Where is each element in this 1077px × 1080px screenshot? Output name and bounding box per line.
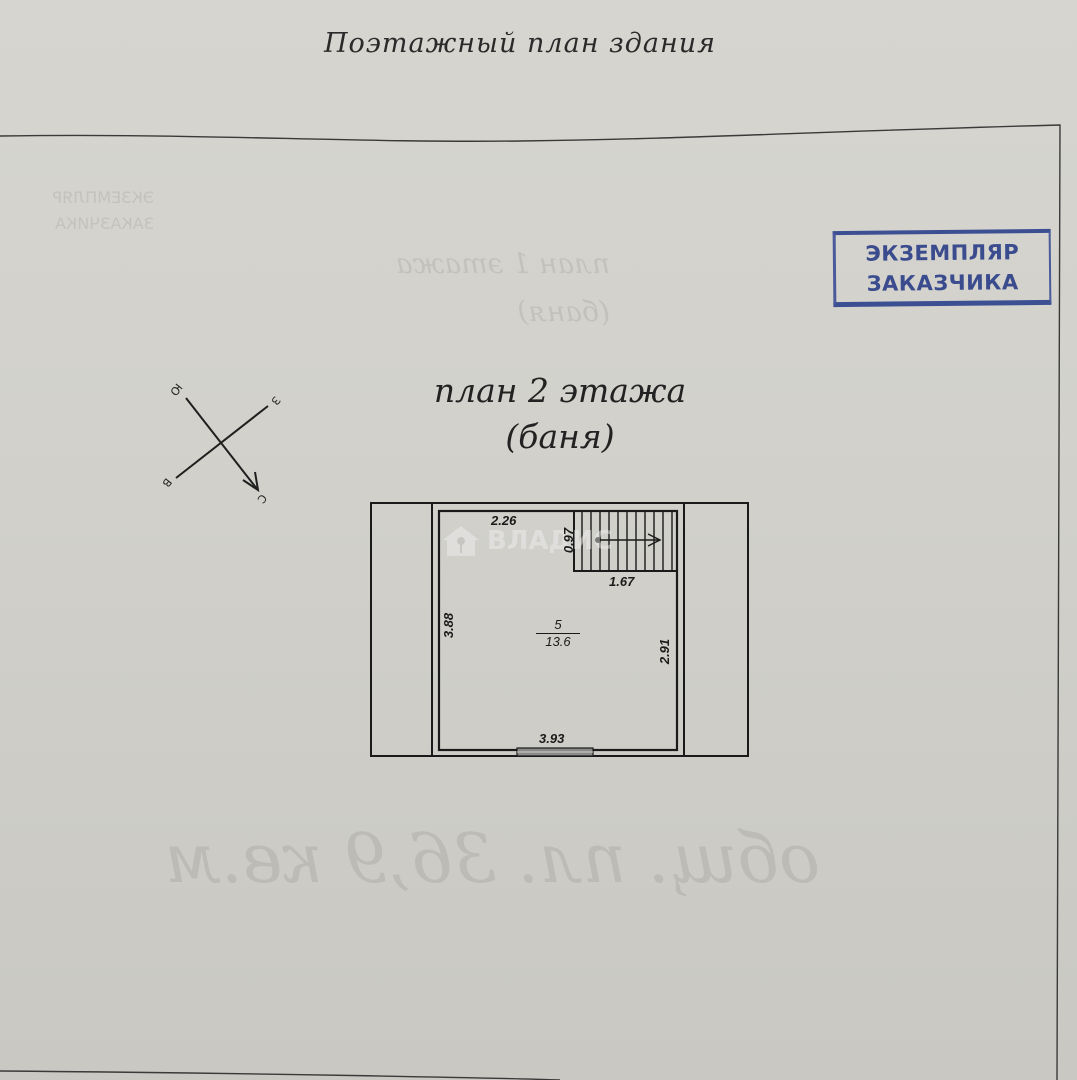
stamp-line-1: ЭКЗЕМПЛЯР (865, 239, 1020, 266)
dim-top: 2.26 (491, 513, 517, 528)
dim-right: 2.91 (657, 638, 673, 665)
dim-bottom: 3.93 (539, 731, 565, 746)
plan-title: план 2 этажа (баня) (360, 368, 760, 460)
room-label: 5 13.6 (536, 617, 580, 650)
watermark-text: ВЛАДИС (487, 526, 613, 556)
room-number: 5 (536, 617, 580, 634)
house-key-icon (443, 526, 479, 556)
watermark: ВЛАДИС (441, 524, 613, 558)
staircase (573, 510, 678, 572)
plan-title-building: (баня) (505, 417, 615, 456)
page-title: Поэтажный план здания (323, 28, 717, 59)
window (516, 747, 594, 757)
plan-title-floor: план 2 этажа (433, 371, 687, 410)
customer-copy-stamp: ЭКЗЕМПЛЯР ЗАКАЗЧИКА (832, 228, 1052, 308)
stamp-line-2: ЗАКАЗЧИКА (866, 269, 1019, 296)
dim-stair-depth: 0.97 (561, 527, 577, 554)
compass-icon (175, 397, 269, 493)
room-area: 13.6 (545, 634, 571, 649)
dim-left: 3.88 (441, 612, 457, 639)
sheet-frame (0, 124, 1061, 1080)
dim-stair-width: 1.67 (609, 574, 635, 589)
